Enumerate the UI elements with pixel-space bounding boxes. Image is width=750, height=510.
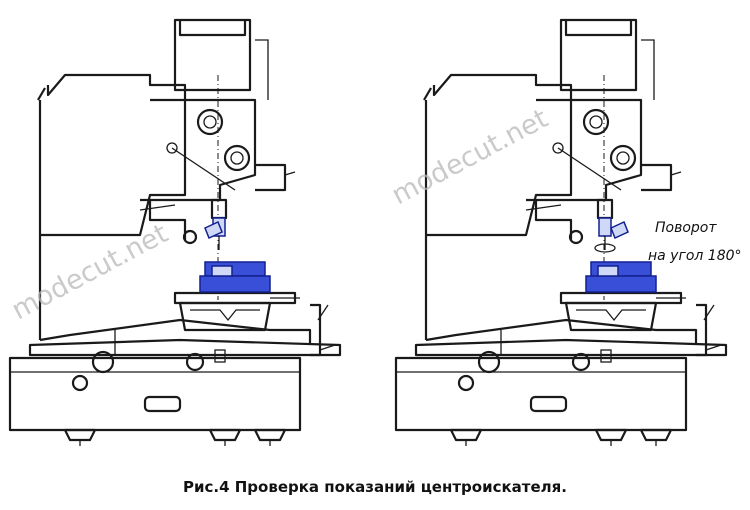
- annotation-line-2: на угол 180°: [648, 248, 742, 264]
- machine-drawing-left: [8, 18, 342, 448]
- machine-drawing-right: [394, 18, 728, 448]
- centre-finder-left: [204, 217, 226, 250]
- figure-caption: Рис.4 Проверка показаний центроискателя.: [183, 478, 567, 496]
- centre-finder-right: [594, 217, 629, 253]
- vise-left: [199, 261, 271, 293]
- watermark-right: modecut.net: [387, 103, 553, 211]
- annotation-line-1: Поворот: [655, 220, 717, 236]
- vise-right: [585, 261, 657, 293]
